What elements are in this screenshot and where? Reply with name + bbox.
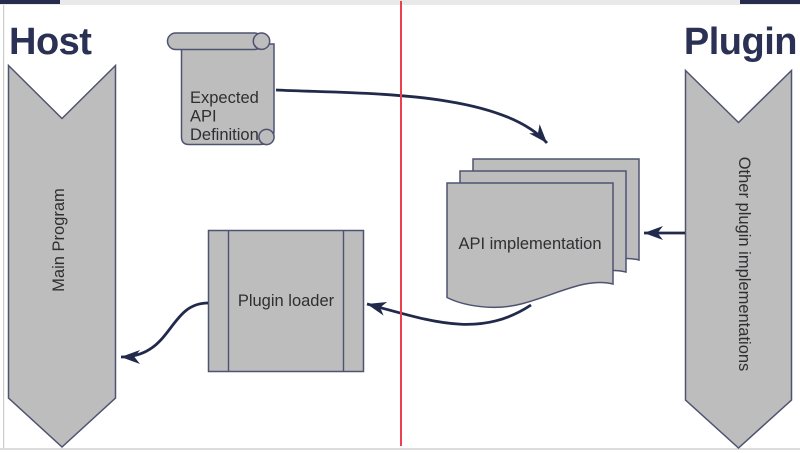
host-title: Host [9,21,92,63]
top-corner-navy-left [0,0,60,4]
api-definition-scroll: Expected API Definition [166,32,275,146]
plugin-title: Plugin [684,21,797,63]
connector-definition-to-implementation [275,88,549,144]
api-implementation-label: API implementation [458,235,601,253]
api-implementation-doc-front [446,182,614,309]
api-implementation-stack: API implementation [446,158,640,309]
scroll-bottom-curl-hook [258,136,267,146]
bottom-edge-line [0,448,800,450]
api-definition-line-2: API [190,108,217,126]
api-definition-line-1: Expected [190,89,259,107]
connector-loader-to-main-program [120,301,209,364]
api-definition-line-3: Definition [190,126,259,144]
main-program-label: Main Program [50,188,68,292]
divider-red-line [400,1,402,446]
left-edge-line [3,5,5,449]
plugin-loader-rect [207,229,365,373]
plugin-loader-label: Plugin loader [238,292,335,310]
plugin-loader-box: Plugin loader [207,229,365,373]
scroll-top-roll [166,32,264,51]
top-corner-navy-right [740,0,800,4]
main-program-arrow [7,63,117,449]
connector-implementation-to-loader [366,302,532,326]
other-plugins-label: Other plugin implementations [735,157,753,372]
scroll-top-curl-hook [253,44,262,51]
other-plugins-arrow [684,68,793,450]
